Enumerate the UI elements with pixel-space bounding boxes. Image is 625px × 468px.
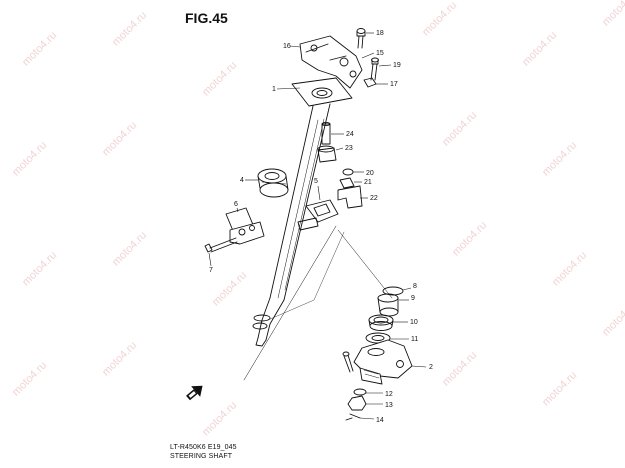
callout-leader-19 (378, 64, 392, 67)
callout-number-14: 14 (376, 417, 384, 424)
callout-number-21: 21 (364, 179, 372, 186)
callout-number-10: 10 (410, 319, 418, 326)
figure-model-code: LT-R450K6 E19_045 (170, 444, 237, 451)
callout-leader-1 (276, 87, 301, 90)
front-direction-arrow-icon (186, 385, 203, 401)
oil-seal-8 (382, 286, 404, 296)
callout-number-24: 24 (346, 131, 354, 138)
bushing-9 (377, 293, 399, 317)
callout-number-11: 11 (411, 336, 418, 343)
callout-leader-6 (236, 207, 239, 213)
shaft-clamp-5 (297, 199, 339, 231)
figure-section-name: STEERING SHAFT (170, 453, 233, 460)
callout-number-18: 18 (376, 30, 384, 37)
bolt-18 (356, 28, 366, 49)
callout-number-5: 5 (314, 178, 318, 185)
callout-number-15: 15 (376, 50, 384, 57)
shaft-holder-6 (225, 207, 265, 245)
lower-holder-2 (353, 339, 413, 385)
nut-21 (339, 177, 355, 189)
bolt-19 (370, 57, 379, 81)
callout-leader-8 (402, 287, 412, 291)
callout-number-16: 16 (283, 43, 291, 50)
callout-leader-15 (361, 52, 375, 59)
seal-23 (317, 145, 337, 163)
holder-22 (337, 185, 363, 209)
callout-leader-7 (208, 252, 212, 267)
callout-leader-5 (317, 185, 321, 201)
callout-number-8: 8 (413, 283, 417, 290)
callout-number-12: 12 (385, 391, 393, 398)
callout-number-22: 22 (370, 195, 378, 202)
callout-number-1: 1 (272, 86, 276, 93)
callout-number-19: 19 (393, 62, 401, 69)
washer-20 (342, 168, 354, 176)
bushing-24 (321, 121, 331, 145)
washer-12 (353, 388, 367, 396)
callout-number-2: 2 (429, 364, 433, 371)
callout-leader-23 (335, 147, 344, 151)
callout-leader-2 (411, 365, 427, 368)
bearing-10 (368, 314, 394, 331)
upper-bracket (299, 35, 363, 89)
callout-number-9: 9 (411, 295, 415, 302)
callout-number-7: 7 (209, 267, 213, 274)
callout-number-17: 17 (390, 81, 398, 88)
callout-number-13: 13 (385, 402, 393, 409)
callout-number-20: 20 (366, 170, 374, 177)
steering-shaft (252, 77, 353, 347)
bolt-3 (342, 351, 354, 373)
callout-number-23: 23 (345, 145, 353, 152)
nut-13 (347, 395, 367, 411)
callout-number-4: 4 (240, 177, 244, 184)
callout-leader-16 (289, 45, 301, 48)
nut-17 (363, 77, 377, 88)
callout-number-6: 6 (234, 201, 238, 208)
callout-leader-14 (359, 417, 375, 420)
cotter-pin-14 (345, 413, 361, 421)
figure-title: FIG.45 (185, 10, 228, 26)
bolt-7 (204, 237, 238, 253)
bush-4 (257, 168, 289, 198)
